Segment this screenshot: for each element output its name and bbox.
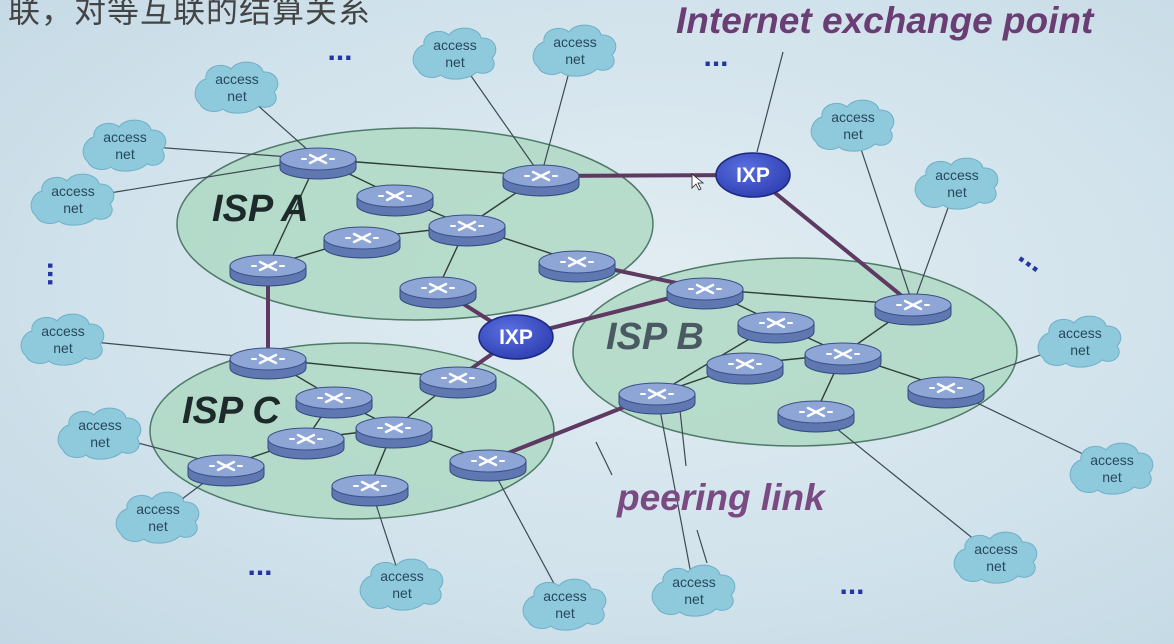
svg-text:access: access (433, 37, 477, 53)
ixp-icon: IXP (715, 152, 791, 198)
ellipsis-marker: ... (41, 261, 74, 286)
mouse-cursor-icon (691, 173, 705, 191)
svg-text:access: access (543, 588, 587, 604)
svg-text:net: net (115, 146, 135, 162)
svg-text:net: net (1070, 342, 1090, 358)
router-icon (355, 416, 433, 449)
svg-text:access: access (672, 574, 716, 590)
router-icon (804, 342, 882, 375)
ellipsis-marker: ... (1013, 238, 1052, 279)
nodes: IXPIXPaccessnetaccessnetaccessnetaccessn… (20, 24, 1154, 631)
ixp-label: IXP (736, 164, 770, 187)
slide-headline: 联，对等互联的结算关系 (8, 0, 372, 30)
isp-b-label: ISP B (606, 316, 704, 358)
peering-link-label: peering link (617, 477, 825, 518)
router-icon (399, 276, 477, 309)
router-icon (267, 427, 345, 460)
svg-text:net: net (947, 184, 967, 200)
router-icon (356, 184, 434, 217)
ellipsis-marker: ... (247, 549, 272, 582)
svg-text:net: net (53, 340, 73, 356)
svg-text:net: net (1102, 469, 1122, 485)
router-icon (187, 454, 265, 487)
svg-text:access: access (41, 323, 85, 339)
svg-text:net: net (445, 54, 465, 70)
svg-text:net: net (986, 558, 1006, 574)
isp-c-label: ISP C (182, 390, 280, 432)
svg-text:net: net (63, 200, 83, 216)
svg-text:access: access (103, 129, 147, 145)
svg-text:access: access (935, 167, 979, 183)
ixp-icon: IXP (478, 314, 554, 360)
router-icon (331, 474, 409, 507)
svg-text:net: net (555, 605, 575, 621)
router-icon (502, 164, 580, 197)
ixp-title-label: Internet exchange point (676, 0, 1094, 41)
svg-text:net: net (90, 434, 110, 450)
svg-text:access: access (974, 541, 1018, 557)
svg-text:access: access (380, 568, 424, 584)
router-icon (737, 311, 815, 344)
isp-a-label: ISP A (212, 188, 309, 230)
router-icon (538, 250, 616, 283)
svg-text:access: access (831, 109, 875, 125)
router-icon (907, 376, 985, 409)
svg-text:access: access (78, 417, 122, 433)
svg-text:access: access (215, 71, 259, 87)
router-icon (295, 386, 373, 419)
svg-text:net: net (565, 51, 585, 67)
router-icon (874, 293, 952, 326)
svg-text:net: net (843, 126, 863, 142)
ellipsis-marker: ... (839, 568, 864, 601)
router-icon (419, 366, 497, 399)
router-icon (618, 382, 696, 415)
router-icon (229, 347, 307, 380)
router-icon (777, 400, 855, 433)
router-icon (666, 277, 744, 310)
router-icon (428, 214, 506, 247)
svg-text:net: net (684, 591, 704, 607)
svg-text:access: access (553, 34, 597, 50)
router-icon (706, 352, 784, 385)
router-icon (229, 254, 307, 287)
svg-text:access: access (136, 501, 180, 517)
svg-text:net: net (392, 585, 412, 601)
ellipsis-marker: ... (327, 34, 352, 67)
svg-text:access: access (51, 183, 95, 199)
ellipsis-marker: ... (703, 40, 728, 73)
svg-text:net: net (227, 88, 247, 104)
svg-text:access: access (1058, 325, 1102, 341)
router-icon (279, 147, 357, 180)
svg-text:net: net (148, 518, 168, 534)
ixp-label: IXP (499, 326, 533, 349)
router-icon (449, 449, 527, 482)
svg-text:access: access (1090, 452, 1134, 468)
router-icon (323, 226, 401, 259)
